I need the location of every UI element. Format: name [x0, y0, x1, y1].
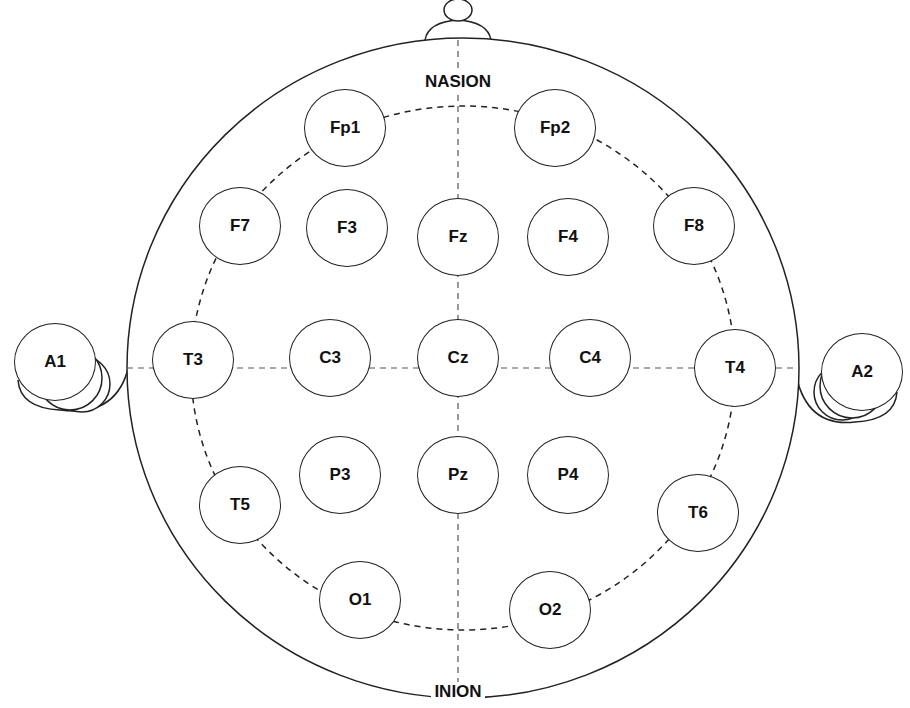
electrode: O1	[319, 561, 401, 639]
landmark-label: NASION	[422, 72, 494, 92]
electrode-label: C3	[319, 348, 341, 368]
landmark-label: INION	[431, 682, 484, 702]
electrode-label: C4	[579, 348, 601, 368]
electrode: C4	[549, 319, 631, 397]
electrode-label: F3	[337, 218, 357, 238]
head-outline	[127, 38, 799, 698]
electrode-label: T3	[183, 350, 203, 370]
electrode: Fp1	[304, 89, 386, 167]
electrode: F4	[527, 198, 609, 276]
electrode: T6	[657, 474, 739, 552]
electrode-label: P3	[330, 465, 351, 485]
electrode: F8	[653, 187, 735, 265]
electrode: F7	[199, 187, 281, 265]
electrode-label: F4	[558, 227, 578, 247]
electrode: Pz	[417, 436, 499, 514]
nose-tip	[444, 0, 472, 21]
electrode: Fp2	[514, 89, 596, 167]
electrode-label: Fp2	[540, 118, 570, 138]
nose-outline	[425, 20, 491, 40]
electrode-label: F7	[230, 216, 250, 236]
electrode: Fz	[417, 198, 499, 276]
electrode-label: O1	[349, 590, 372, 610]
electrode-label: A1	[44, 352, 66, 372]
electrode: T5	[199, 466, 281, 544]
electrode-label: T6	[688, 503, 708, 523]
electrode-label: O2	[539, 600, 562, 620]
electrode: A2	[821, 333, 903, 411]
electrode-label: Pz	[448, 465, 468, 485]
electrode: O2	[509, 571, 591, 649]
electrode-label: F8	[684, 216, 704, 236]
electrode: T4	[694, 329, 776, 407]
electrode: P3	[299, 436, 381, 514]
electrode-label: Fz	[449, 227, 468, 247]
electrode-label: Cz	[448, 348, 469, 368]
electrode-label: P4	[558, 465, 579, 485]
electrode: F3	[306, 189, 388, 267]
electrode: C3	[289, 319, 371, 397]
electrode-label: Fp1	[330, 118, 360, 138]
electrode: A1	[14, 323, 96, 401]
electrode-label: T5	[230, 495, 250, 515]
electrode: T3	[152, 321, 234, 399]
electrode: Cz	[417, 319, 499, 397]
electrode-label: T4	[725, 358, 745, 378]
electrode: P4	[527, 436, 609, 514]
electrode-label: A2	[851, 362, 873, 382]
